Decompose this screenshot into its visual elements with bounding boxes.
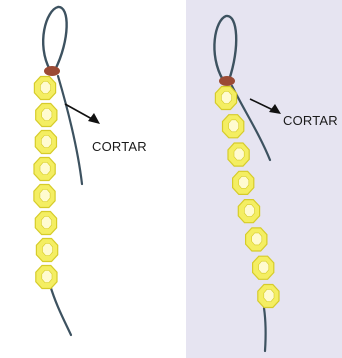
- bead-icon: [228, 143, 249, 166]
- bead-icon: [36, 104, 57, 127]
- bead-icon: [36, 266, 57, 289]
- left-panel: CORTAR: [34, 7, 147, 335]
- arrow-icon: [250, 99, 273, 110]
- bead-icon: [34, 77, 55, 100]
- bead-icon: [238, 200, 259, 223]
- bead-icon: [35, 131, 56, 154]
- bead-icon: [253, 256, 274, 279]
- cut-label-left: CORTAR: [92, 139, 147, 154]
- cut-thread-tail: [58, 76, 82, 184]
- bottom-thread-tail: [50, 285, 71, 335]
- bead-icon: [258, 285, 279, 308]
- thread-loop-icon: [214, 16, 236, 80]
- bead-strand-left: [34, 77, 58, 289]
- bottom-thread-tail: [264, 308, 266, 351]
- bead-strand-right: [215, 87, 279, 308]
- bead-icon: [34, 185, 55, 208]
- bead-icon: [246, 228, 267, 251]
- bead-icon: [215, 87, 236, 110]
- bead-icon: [34, 158, 55, 181]
- thread-loop-icon: [43, 7, 66, 70]
- bead-icon: [223, 115, 244, 138]
- cut-label-right: CORTAR: [283, 113, 338, 128]
- crimp-bead-icon: [44, 66, 60, 76]
- right-panel: CORTAR: [214, 16, 337, 351]
- bead-icon: [36, 239, 57, 262]
- bead-icon: [35, 212, 56, 235]
- bead-icon: [233, 171, 254, 194]
- crimp-bead-icon: [219, 76, 235, 86]
